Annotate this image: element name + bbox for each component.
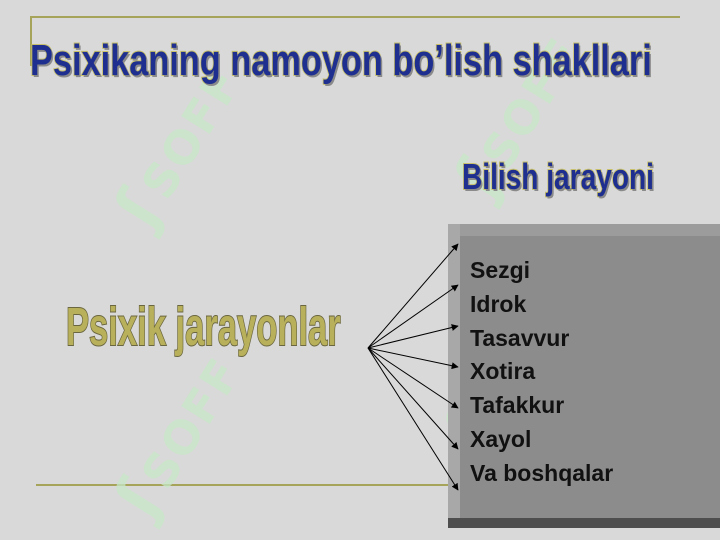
list-item: Idrok [470, 290, 527, 317]
arrow-line [367, 347, 459, 450]
list-item: Va boshqalar [470, 459, 614, 486]
list-item: Tafakkur [470, 392, 565, 419]
arrow-line [367, 347, 459, 370]
left-label: Psixik jarayonlar [65, 296, 341, 358]
slide-title: Psixikaning namoyon bo’lish shakllari [29, 35, 652, 86]
list-item: Tasavvur [470, 324, 570, 351]
slide-subtitle: Bilish jarayoni [461, 155, 655, 198]
arrow-line [367, 347, 459, 491]
arrow-line [367, 284, 459, 349]
list-item: Xayol [470, 426, 532, 452]
bottom-rule [36, 484, 456, 486]
arrow-line [367, 243, 459, 349]
list-item: Xotira [470, 358, 536, 385]
list-item: Sezgi [470, 257, 531, 283]
left-rule [30, 16, 32, 66]
list-panel [448, 224, 720, 528]
arrow-line [367, 347, 459, 409]
arrow-line [367, 324, 459, 349]
top-rule [30, 16, 680, 18]
